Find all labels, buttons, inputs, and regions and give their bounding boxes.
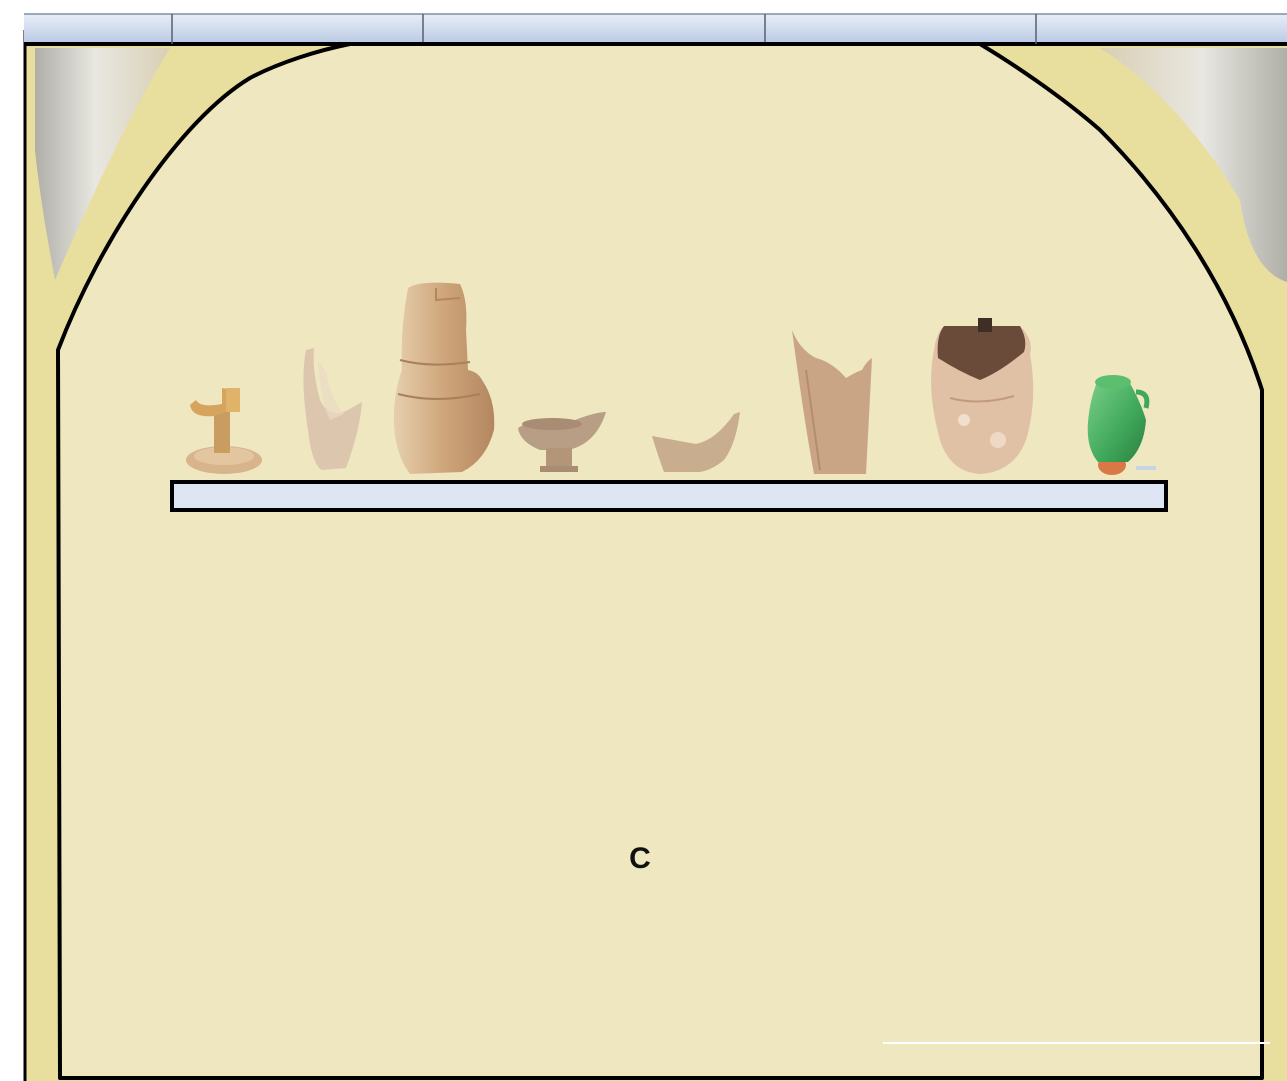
artifact-pot-corroded: [931, 318, 1033, 474]
panel-label: C: [620, 842, 660, 876]
shelf: [172, 482, 1166, 510]
lintel: [24, 14, 1287, 44]
niche-outline: [58, 44, 1262, 1078]
